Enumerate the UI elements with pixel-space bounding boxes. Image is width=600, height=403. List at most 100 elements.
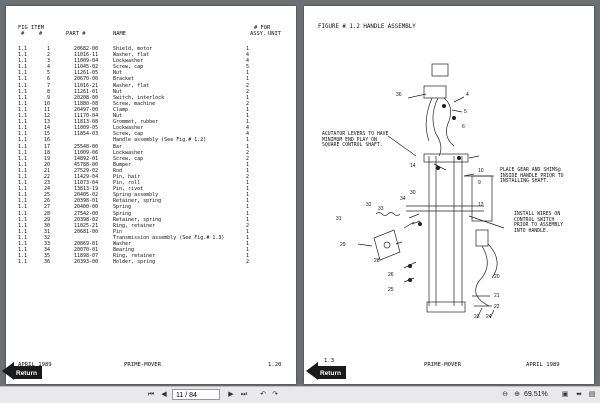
fig-cell: 1.1 [18, 58, 28, 65]
part-number-cell: 13813-19 [74, 186, 99, 193]
fig-cell: 1.1 [18, 241, 28, 247]
part-name-cell: Lockwasher [113, 149, 144, 156]
footer-page-number: 1.20 [268, 362, 282, 368]
fit-width-icon[interactable]: ⬌ [576, 391, 582, 398]
item-cell: 26 [43, 198, 50, 205]
callout-31: 31 [336, 216, 342, 222]
note-install-wires: INSTALL WIRES ON CONTROL SWITCH PRIOR TO… [514, 212, 564, 234]
item-cell: 33 [43, 241, 50, 247]
last-page-icon[interactable]: ⏭ [240, 391, 248, 398]
fig-cell: 1.1 [18, 210, 28, 217]
footer-date: APRIL 1989 [526, 362, 560, 368]
quantity-cell: 1 [246, 94, 250, 101]
part-name-cell: Ring, retainer [113, 253, 156, 260]
viewer-toolbar: ⏮ ◀ 11 / 84 ▶ ⏭ ↶ ↷ ⊖ ⊕ 69.51% ▣ ⬌ ▤ [0, 386, 600, 403]
page-number-input[interactable]: 11 / 84 [172, 389, 220, 400]
item-cell: 2 [46, 52, 50, 59]
return-button[interactable]: Return [306, 362, 348, 380]
quantity-cell: 1 [246, 234, 250, 241]
part-name-cell: Washer, flat [113, 82, 150, 89]
fig-cell: 1.1 [18, 167, 28, 174]
callout-4: 4 [466, 92, 469, 98]
part-number-cell: 11009-06 [74, 149, 99, 156]
item-cell: 15 [43, 131, 50, 138]
part-number-cell: 11009-05 [74, 125, 99, 132]
item-cell: 11 [43, 106, 50, 113]
part-name-cell: Screw, machine [113, 100, 156, 107]
part-name-cell: Nut [113, 70, 123, 77]
fig-cell: 1.1 [18, 94, 28, 101]
back-icon[interactable]: ↶ [260, 391, 266, 398]
part-name-cell: Shield, motor [113, 46, 153, 52]
return-button[interactable]: Return [2, 362, 44, 380]
parts-list-page: FIG ITEM # # PART # NAME # FOR ASSY. UNI… [2, 6, 296, 384]
part-number-cell: 20400-00 [74, 204, 99, 211]
quantity-cell: 1 [246, 70, 250, 77]
callout-29: 29 [340, 242, 346, 248]
quantity-cell: 2 [246, 173, 250, 180]
name-header: NAME [113, 31, 126, 37]
item-cell: 25 [43, 192, 50, 199]
fig-cell: 1.1 [18, 192, 28, 199]
part-name-cell: Nut [113, 88, 123, 95]
forward-icon[interactable]: ↷ [272, 391, 278, 398]
quantity-cell: 1 [246, 46, 250, 52]
fig-cell: 1.1 [18, 131, 28, 138]
item-cell: 3 [46, 58, 50, 65]
part-number-cell: 27542-00 [74, 210, 99, 217]
quantity-cell: 2 [246, 149, 250, 156]
part-name-cell: Bumper [113, 161, 132, 168]
part-name-cell: Handle assembly (See Fig.# 1.2) [113, 137, 207, 144]
part-name-cell: Screw, cap [113, 64, 144, 71]
item-cell: 34 [43, 247, 50, 254]
quantity-cell: 4 [246, 131, 250, 138]
callout-5: 5 [464, 109, 467, 115]
zoom-in-icon[interactable]: ⊕ [514, 391, 520, 398]
part-number-cell: 11016-11 [74, 52, 99, 59]
item-cell: 18 [43, 149, 50, 156]
first-page-icon[interactable]: ⏮ [147, 391, 155, 398]
previous-page-icon[interactable]: ◀ [161, 391, 167, 398]
quantity-cell: 1 [246, 180, 250, 187]
part-number-cell: 27529-02 [74, 167, 99, 174]
zoom-level[interactable]: 69.51% [524, 391, 548, 398]
part-number-cell: 11170-04 [74, 113, 99, 120]
quantity-cell: 5 [246, 64, 250, 71]
item-cell: 22 [43, 173, 50, 180]
document-viewer[interactable]: FIG ITEM # # PART # NAME # FOR ASSY. UNI… [0, 0, 600, 386]
zoom-out-icon[interactable]: ⊖ [502, 391, 508, 398]
part-name-cell: Rod [113, 167, 123, 174]
quantity-cell: 1 [246, 76, 250, 83]
part-number-cell: 25548-00 [74, 143, 99, 150]
footer-page-number: 1.3 [324, 358, 335, 364]
item-cell: 20 [43, 161, 50, 168]
part-name-cell: Bracket [113, 76, 135, 83]
quantity-cell: 1 [246, 192, 250, 199]
quantity-cell: 2 [246, 259, 250, 266]
part-number-cell: 11898-07 [74, 253, 99, 260]
part-name-cell: Screw, cap [113, 155, 144, 162]
handle-assembly-drawing [357, 63, 505, 319]
part-number-cell: 11854-03 [74, 131, 99, 138]
callout-20: 20 [494, 274, 500, 280]
fig-cell: 1.1 [18, 216, 28, 223]
item-cell: 17 [43, 143, 50, 150]
fit-page-icon[interactable]: ▣ [561, 391, 569, 398]
callout-14: 14 [410, 163, 416, 169]
item-cell: 19 [43, 155, 50, 162]
callout-30: 30 [410, 190, 416, 196]
page-layout-icon[interactable]: ▤ [588, 391, 596, 398]
quantity-cell: 1 [246, 119, 250, 126]
fig-cell: 1.1 [18, 186, 28, 193]
next-page-icon[interactable]: ▶ [228, 391, 234, 398]
part-number-cell: 20869-01 [74, 241, 99, 247]
